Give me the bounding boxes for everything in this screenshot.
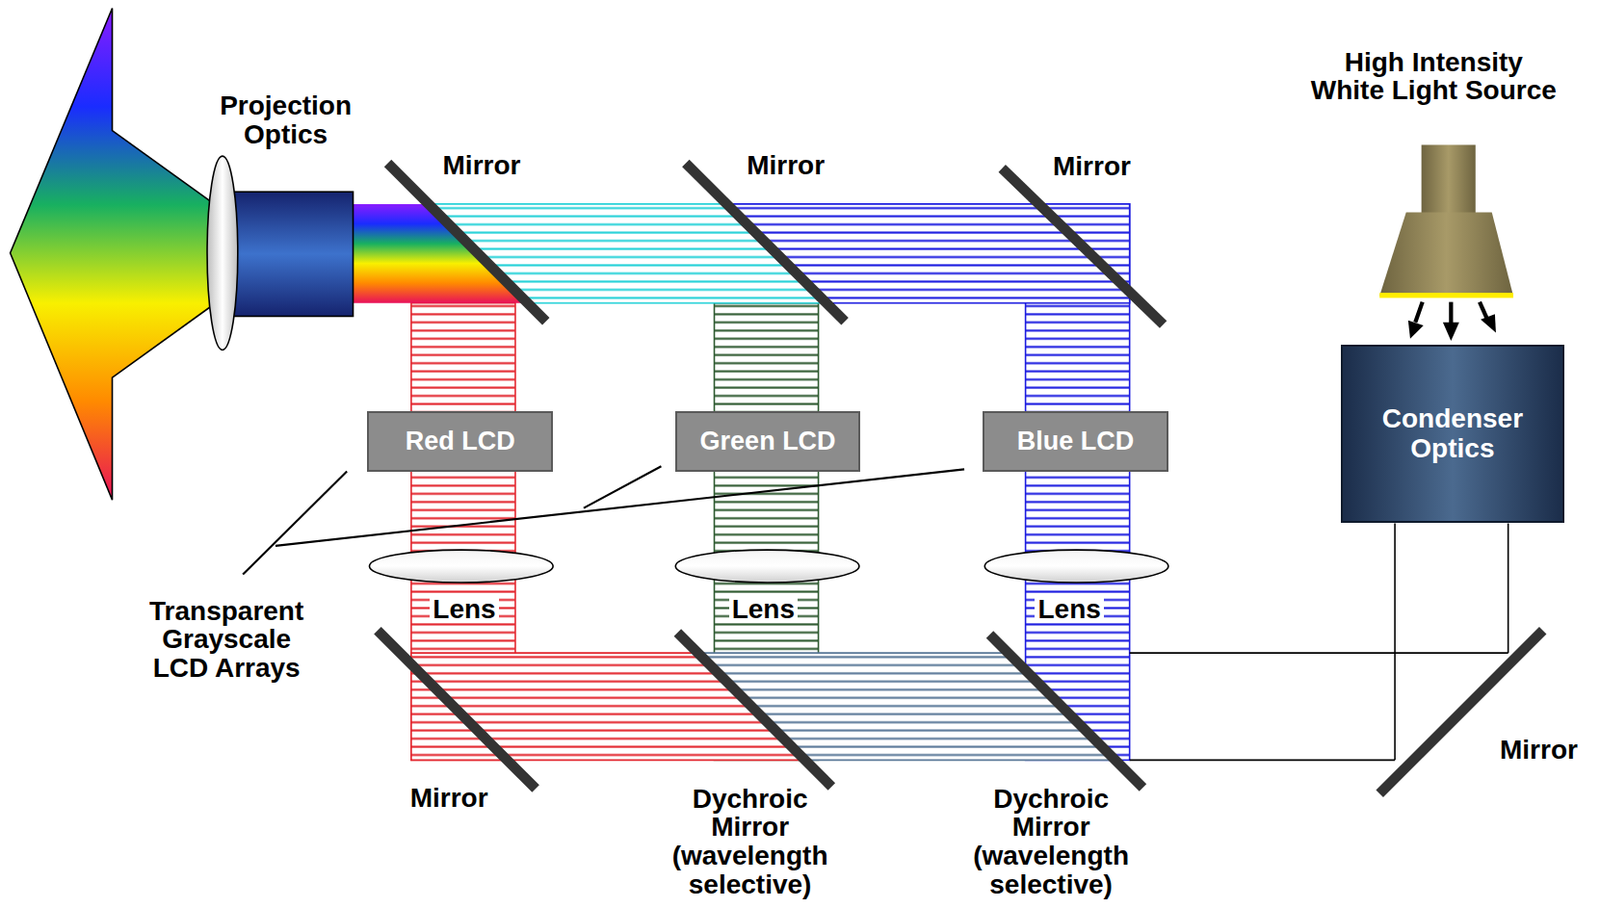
dichroic-label: Dychroic Mirror (wavelength selective): [964, 785, 1138, 900]
leader-line: [242, 472, 347, 576]
lamp-body: [1421, 144, 1476, 214]
arrow-shaft: [1448, 302, 1453, 325]
box-text: Green LCD: [700, 426, 837, 457]
lamp-glow: [1379, 292, 1514, 298]
arrow-head: [1480, 314, 1496, 333]
mirror-label: Mirror: [1052, 152, 1131, 182]
light-path: [1393, 524, 1396, 761]
lcd-panel: Red LCD: [367, 411, 553, 473]
lens-label: Lens: [729, 595, 798, 625]
lcd-array-label: Transparent Grayscale LCD Arrays: [142, 597, 312, 683]
mirror: [377, 630, 536, 789]
dichroic-mirror: [990, 634, 1144, 788]
combined-beam: [698, 653, 1116, 761]
dichroic-mirror: [677, 632, 832, 787]
leader-line: [583, 466, 662, 508]
blue-beam: [726, 204, 1129, 304]
lens-label: Lens: [429, 595, 499, 625]
arrow-head: [1442, 322, 1460, 341]
lens: [675, 550, 860, 583]
lens: [984, 550, 1169, 583]
mirror-label: Mirror: [443, 151, 522, 181]
mirror: [1001, 168, 1163, 325]
dichroic-label: Dychroic Mirror (wavelength selective): [663, 785, 838, 900]
condenser-box: Condenser Optics: [1340, 344, 1564, 524]
light-source-label: High Intensity White Light Source: [1307, 48, 1560, 105]
box-text: Blue LCD: [1017, 426, 1135, 457]
lcd-panel: Blue LCD: [982, 411, 1169, 473]
lcd-panel: Green LCD: [675, 411, 861, 473]
lamp-reflector: [1379, 211, 1514, 296]
light-path: [1507, 524, 1510, 655]
arrow-head: [1408, 320, 1424, 340]
projected-image: [10, 7, 215, 500]
mirror: [1379, 630, 1543, 795]
box-text: Red LCD: [405, 426, 516, 457]
lens: [368, 550, 553, 583]
projection-lens: [207, 156, 238, 350]
leader-lines: [242, 466, 965, 575]
optics-label: Projection Optics: [199, 91, 373, 149]
light-path: [1129, 760, 1395, 762]
leader-line: [275, 469, 965, 546]
mirror: [685, 163, 845, 322]
lens-label: Lens: [1034, 595, 1103, 625]
box-text: Condenser Optics: [1342, 404, 1562, 465]
mirror-label: Mirror: [1499, 735, 1578, 765]
projection-barrel: [233, 191, 354, 316]
light-arrows: [1408, 302, 1496, 341]
mirror-label: Mirror: [746, 151, 825, 181]
mirror: [388, 163, 547, 322]
arrow-shaft: [1415, 302, 1422, 323]
light-path: [1129, 652, 1509, 655]
mirror-label: Mirror: [410, 784, 489, 814]
